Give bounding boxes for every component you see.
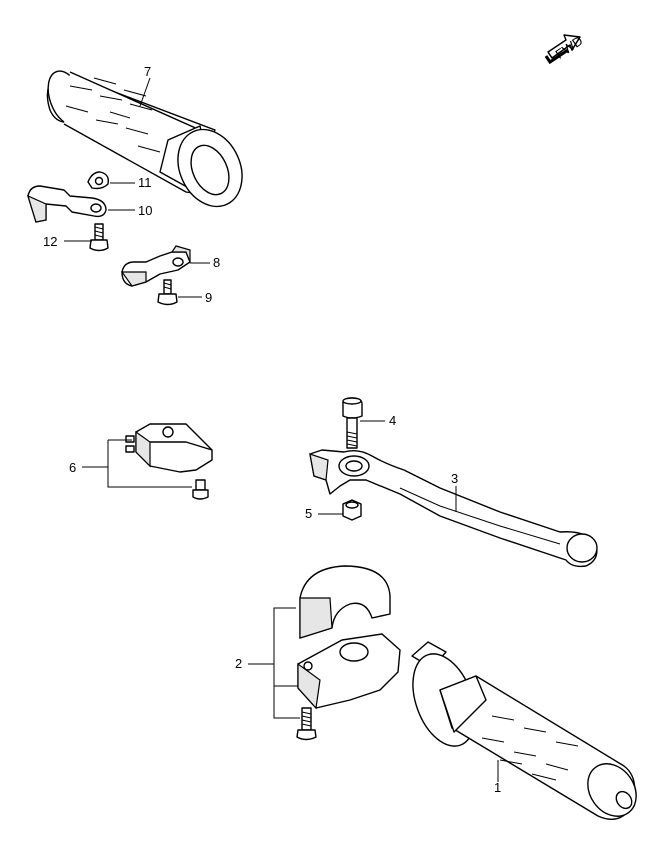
right-grip-part-1	[411, 641, 637, 820]
bracket-part-10	[27, 185, 107, 223]
left-grip-part-7	[46, 70, 243, 208]
callout-5: 5	[305, 506, 312, 521]
clamp-bracket-part-8	[120, 245, 191, 287]
nut-part-5	[342, 499, 362, 521]
callout-labels: 1 2 3 4 5 6 7 8 9 10 11 12	[43, 64, 501, 795]
callout-4: 4	[389, 413, 396, 428]
callout-12: 12	[43, 234, 57, 249]
callout-10: 10	[138, 203, 152, 218]
pivot-bolt-part-4	[342, 397, 363, 449]
callout-7: 7	[144, 64, 151, 79]
callout-8: 8	[213, 255, 220, 270]
screw-part-12	[89, 223, 109, 252]
clamp-holder-part-2	[296, 565, 401, 741]
callout-6: 6	[69, 460, 76, 475]
callout-3: 3	[451, 471, 458, 486]
callout-2: 2	[235, 656, 242, 671]
brake-lever-part-3	[309, 449, 598, 568]
washer-part-11	[87, 171, 110, 190]
switch-part-6	[125, 423, 213, 500]
callout-1: 1	[494, 780, 501, 795]
screw-part-9	[157, 279, 178, 306]
callout-11: 11	[138, 175, 152, 190]
fwd-arrow-icon: FWD	[544, 33, 585, 65]
callout-9: 9	[205, 290, 212, 305]
